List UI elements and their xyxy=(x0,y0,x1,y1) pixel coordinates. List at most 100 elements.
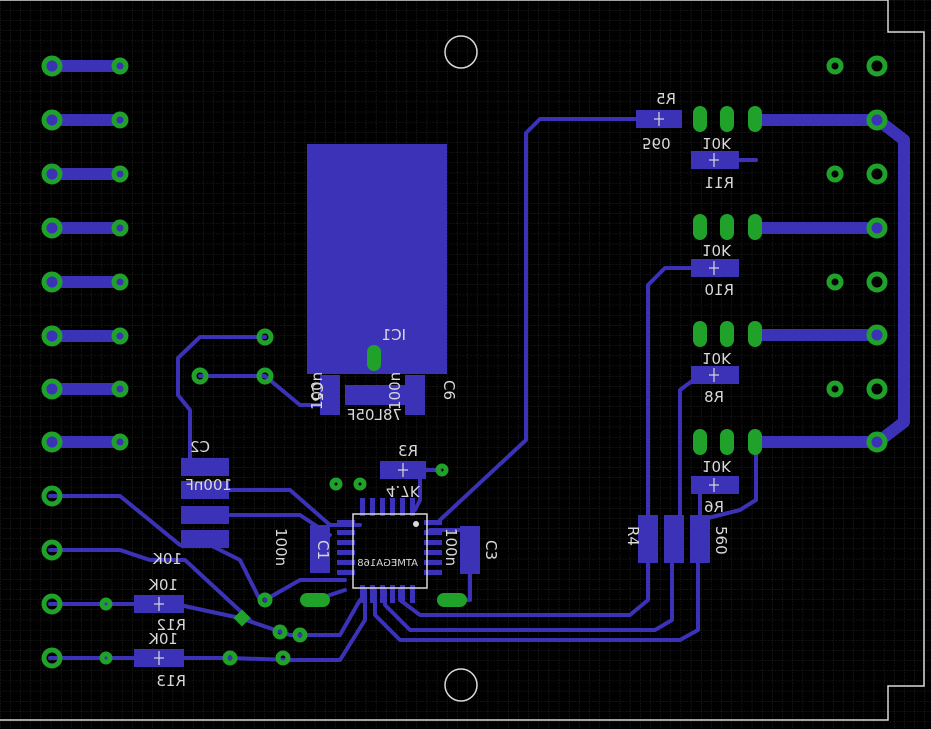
label-r6-value: 10K xyxy=(702,457,732,475)
label-r13-value: 10K xyxy=(148,630,178,648)
label-r13-name: R13 xyxy=(156,672,186,690)
label-r4-name: R4 xyxy=(624,526,642,546)
r-right-body xyxy=(690,515,710,563)
c2-body-4 xyxy=(181,530,229,548)
label-c3-value: 100n xyxy=(442,528,460,566)
smd-parts xyxy=(134,110,739,667)
pad-left-2 xyxy=(41,109,63,131)
pad-right-b7 xyxy=(866,378,888,400)
pad-right-a1 xyxy=(826,57,844,75)
oblong-pads xyxy=(233,106,762,627)
pad-right-b4 xyxy=(866,217,888,239)
pad-left-6 xyxy=(41,325,63,347)
pad-right-b2 xyxy=(866,109,888,131)
reg-center-pad xyxy=(367,345,381,371)
copper-pour xyxy=(307,144,447,374)
label-r8-name: R8 xyxy=(704,388,724,406)
pad-left2-8 xyxy=(111,433,129,451)
mcu-pin1-marker xyxy=(413,521,419,527)
pad-left2-4 xyxy=(111,219,129,237)
pad-left2-2 xyxy=(111,111,129,129)
pad-left-10 xyxy=(41,539,63,561)
pad-left-4 xyxy=(41,217,63,239)
pad-left2-5 xyxy=(111,273,129,291)
r-mid-body xyxy=(664,515,684,563)
label-ic1-part: 78L05F xyxy=(347,406,402,424)
pad-right-b3 xyxy=(866,163,888,185)
pad-low-5 xyxy=(222,650,238,666)
pad-right-b8 xyxy=(866,431,888,453)
label-ic1-name: IC1 xyxy=(382,326,406,344)
c5-body xyxy=(320,375,340,415)
pad-left-9 xyxy=(41,485,63,507)
pad-reg-3 xyxy=(256,367,274,385)
mounting-hole-top xyxy=(444,35,478,69)
trace-bus-bottom-3 xyxy=(373,548,700,642)
label-r10-value: 10K xyxy=(702,241,732,259)
pad-right-a7 xyxy=(826,380,844,398)
pad-right-a3 xyxy=(826,165,844,183)
traces xyxy=(46,60,910,662)
pad-reg-1 xyxy=(256,328,274,346)
label-mcu-name: ATMEGA168 xyxy=(357,558,418,569)
pad-left-12 xyxy=(41,647,63,669)
pad-left-7 xyxy=(41,378,63,400)
pot-r6-pin3 xyxy=(748,429,762,455)
trace-r10-down xyxy=(646,266,702,532)
pad-left-11 xyxy=(41,593,63,615)
c2-body-3 xyxy=(181,506,229,524)
pad-left-5 xyxy=(41,271,63,293)
pot-r8-pin3 xyxy=(748,321,762,347)
label-r12-value: 10K xyxy=(148,576,178,594)
diamond-pad xyxy=(233,609,251,627)
pad-right-b5 xyxy=(866,271,888,293)
c3-body xyxy=(460,526,480,574)
label-c1-value: 100n xyxy=(272,528,290,566)
trace-r3-mcu xyxy=(413,468,422,512)
label-c3-name: C3 xyxy=(482,540,500,560)
label-c5-value: 100n xyxy=(308,372,326,410)
pad-right-b6 xyxy=(866,324,888,346)
crystal-pad-2 xyxy=(437,593,467,607)
trace-reg-left xyxy=(176,335,267,472)
pad-left-1 xyxy=(41,55,63,77)
pad-low-4 xyxy=(275,650,291,666)
label-r10-name: R10 xyxy=(704,281,734,299)
label-r3-name: R3 xyxy=(398,442,418,460)
label-r8-value: 10K xyxy=(702,349,732,367)
label-r-right-value: 560 xyxy=(712,526,730,555)
th-pads xyxy=(41,55,888,669)
label-r5-name: R5 xyxy=(656,90,676,108)
pad-left2-1 xyxy=(111,57,129,75)
pot-r6-pin1 xyxy=(693,429,707,455)
trace-r5-mcu xyxy=(438,117,642,522)
trace-right-vertical xyxy=(698,440,758,522)
label-c2-value: 100nF xyxy=(185,476,232,494)
crystal-pad-1 xyxy=(300,593,330,607)
pad-left2-7 xyxy=(111,380,129,398)
pad-via-mcu-1 xyxy=(329,477,343,491)
pot-r10-pin3 xyxy=(748,214,762,240)
pot-r8-pin1 xyxy=(693,321,707,347)
pad-reg-2 xyxy=(191,367,209,385)
c1-body xyxy=(310,525,330,573)
pad-left2-3 xyxy=(111,165,129,183)
pot-r6-pin2 xyxy=(720,429,734,455)
label-r3-value: 4.7K xyxy=(386,482,421,500)
mcu-pins xyxy=(337,498,442,603)
mcu-outline xyxy=(352,513,428,589)
ic1-body xyxy=(345,385,405,405)
label-c1-name: C1 xyxy=(314,540,332,560)
pad-via-mcu-2 xyxy=(353,477,367,491)
labels: R5 560 10K R11 10K R10 10K R8 10K R6 IC1… xyxy=(148,90,734,690)
pad-via-r3 xyxy=(435,463,449,477)
pad-right-a5 xyxy=(826,273,844,291)
mounting-hole-bottom xyxy=(444,668,478,702)
c6-body xyxy=(405,375,425,415)
pot-r10-pin2 xyxy=(720,214,734,240)
trace-left-low-2 xyxy=(48,548,252,622)
label-r12-name: R12 xyxy=(156,616,186,634)
c2-body-2 xyxy=(181,481,229,499)
pot-r11-pin1 xyxy=(693,106,707,132)
